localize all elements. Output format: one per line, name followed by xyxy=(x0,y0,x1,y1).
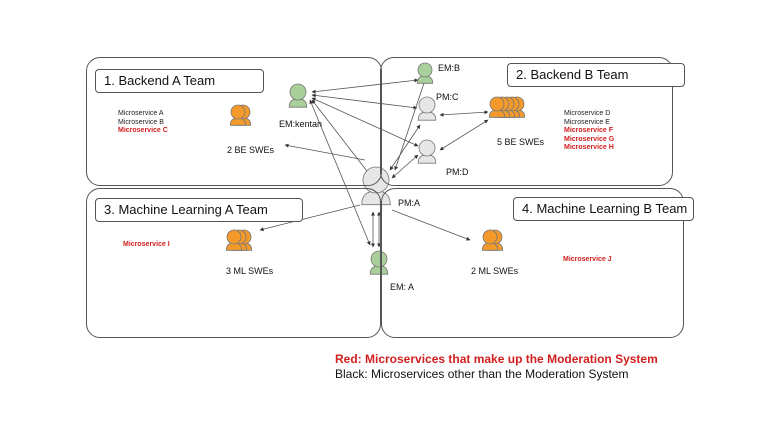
engineer-group-icon-ml-b xyxy=(481,229,499,251)
person-label-em-b: EM:B xyxy=(438,63,461,73)
legend-black-text: Black: Microservices other than the Mode… xyxy=(335,367,629,381)
connector-lines xyxy=(259,78,489,248)
manager-icon-em-b xyxy=(416,62,434,84)
microservice-item: Microservice D xyxy=(564,110,611,117)
team-box-ml-b xyxy=(381,188,684,338)
team-box-backend-b xyxy=(380,57,673,186)
connector-arrow xyxy=(284,143,366,161)
microservice-item: Microservice E xyxy=(564,118,610,126)
engineer-group-icon-ml-a xyxy=(225,229,243,251)
swe-label-backend-a: 2 BE SWEs xyxy=(227,145,275,155)
person-label-em-a: EM: A xyxy=(390,282,415,292)
microservices-backend-a: Microservice A Microservice B Microservi… xyxy=(118,110,168,136)
manager-icon-em-a xyxy=(369,250,389,275)
team-title-backend-b: 2. Backend B Team xyxy=(507,63,685,87)
team-title-backend-a: 1. Backend A Team xyxy=(95,69,264,93)
connector-arrow xyxy=(391,209,471,241)
legend: Red: Microservices that make up the Mode… xyxy=(335,352,658,382)
connector-arrow xyxy=(394,79,426,171)
connector-arrow xyxy=(309,99,371,246)
microservice-item-moderation: Microservice C xyxy=(118,127,168,134)
person-label-pm-c: PM:C xyxy=(436,92,459,102)
microservice-item-moderation: Microservice H xyxy=(564,144,614,151)
person-label-pm-d: PM:D xyxy=(446,167,469,177)
person-label-em-kentan: EM:kentan xyxy=(279,119,323,129)
connector-arrow xyxy=(439,110,489,117)
legend-red-text: Red: Microservices that make up the Mode… xyxy=(335,352,658,366)
team-title-ml-b: 4. Machine Learning B Team xyxy=(513,197,694,221)
swe-label-ml-b: 2 ML SWEs xyxy=(471,266,519,276)
connector-arrow xyxy=(439,119,489,151)
microservice-item-moderation: Microservice I xyxy=(123,241,170,248)
microservice-item: Microservice A xyxy=(118,110,164,117)
team-box-backend-a xyxy=(86,57,382,186)
swe-label-ml-a: 3 ML SWEs xyxy=(226,266,274,276)
manager-icon-em-kentan xyxy=(288,83,308,108)
manager-icon-pm-d xyxy=(417,139,437,164)
person-label-pm-a: PM:A xyxy=(398,198,421,208)
microservice-item-moderation: Microservice F xyxy=(564,127,614,134)
engineer-group-icon-backend-b xyxy=(488,96,506,118)
engineer-group-icon-backend-a xyxy=(229,104,247,126)
team-title-ml-a: 3. Machine Learning A Team xyxy=(95,198,303,222)
manager-icon-pm-c xyxy=(417,96,437,121)
team-box-ml-a xyxy=(86,188,381,338)
microservice-item: Microservice B xyxy=(118,118,164,126)
connector-arrow xyxy=(259,204,361,232)
microservices-ml-a: Microservice I xyxy=(123,241,170,250)
microservices-ml-b: Microservice J xyxy=(563,256,612,265)
microservice-item-moderation: Microservice J xyxy=(563,256,612,263)
microservice-item-moderation: Microservice G xyxy=(564,135,615,143)
microservices-backend-b: Microservice D Microservice E Microservi… xyxy=(564,110,614,153)
swe-label-backend-b: 5 BE SWEs xyxy=(497,137,545,147)
